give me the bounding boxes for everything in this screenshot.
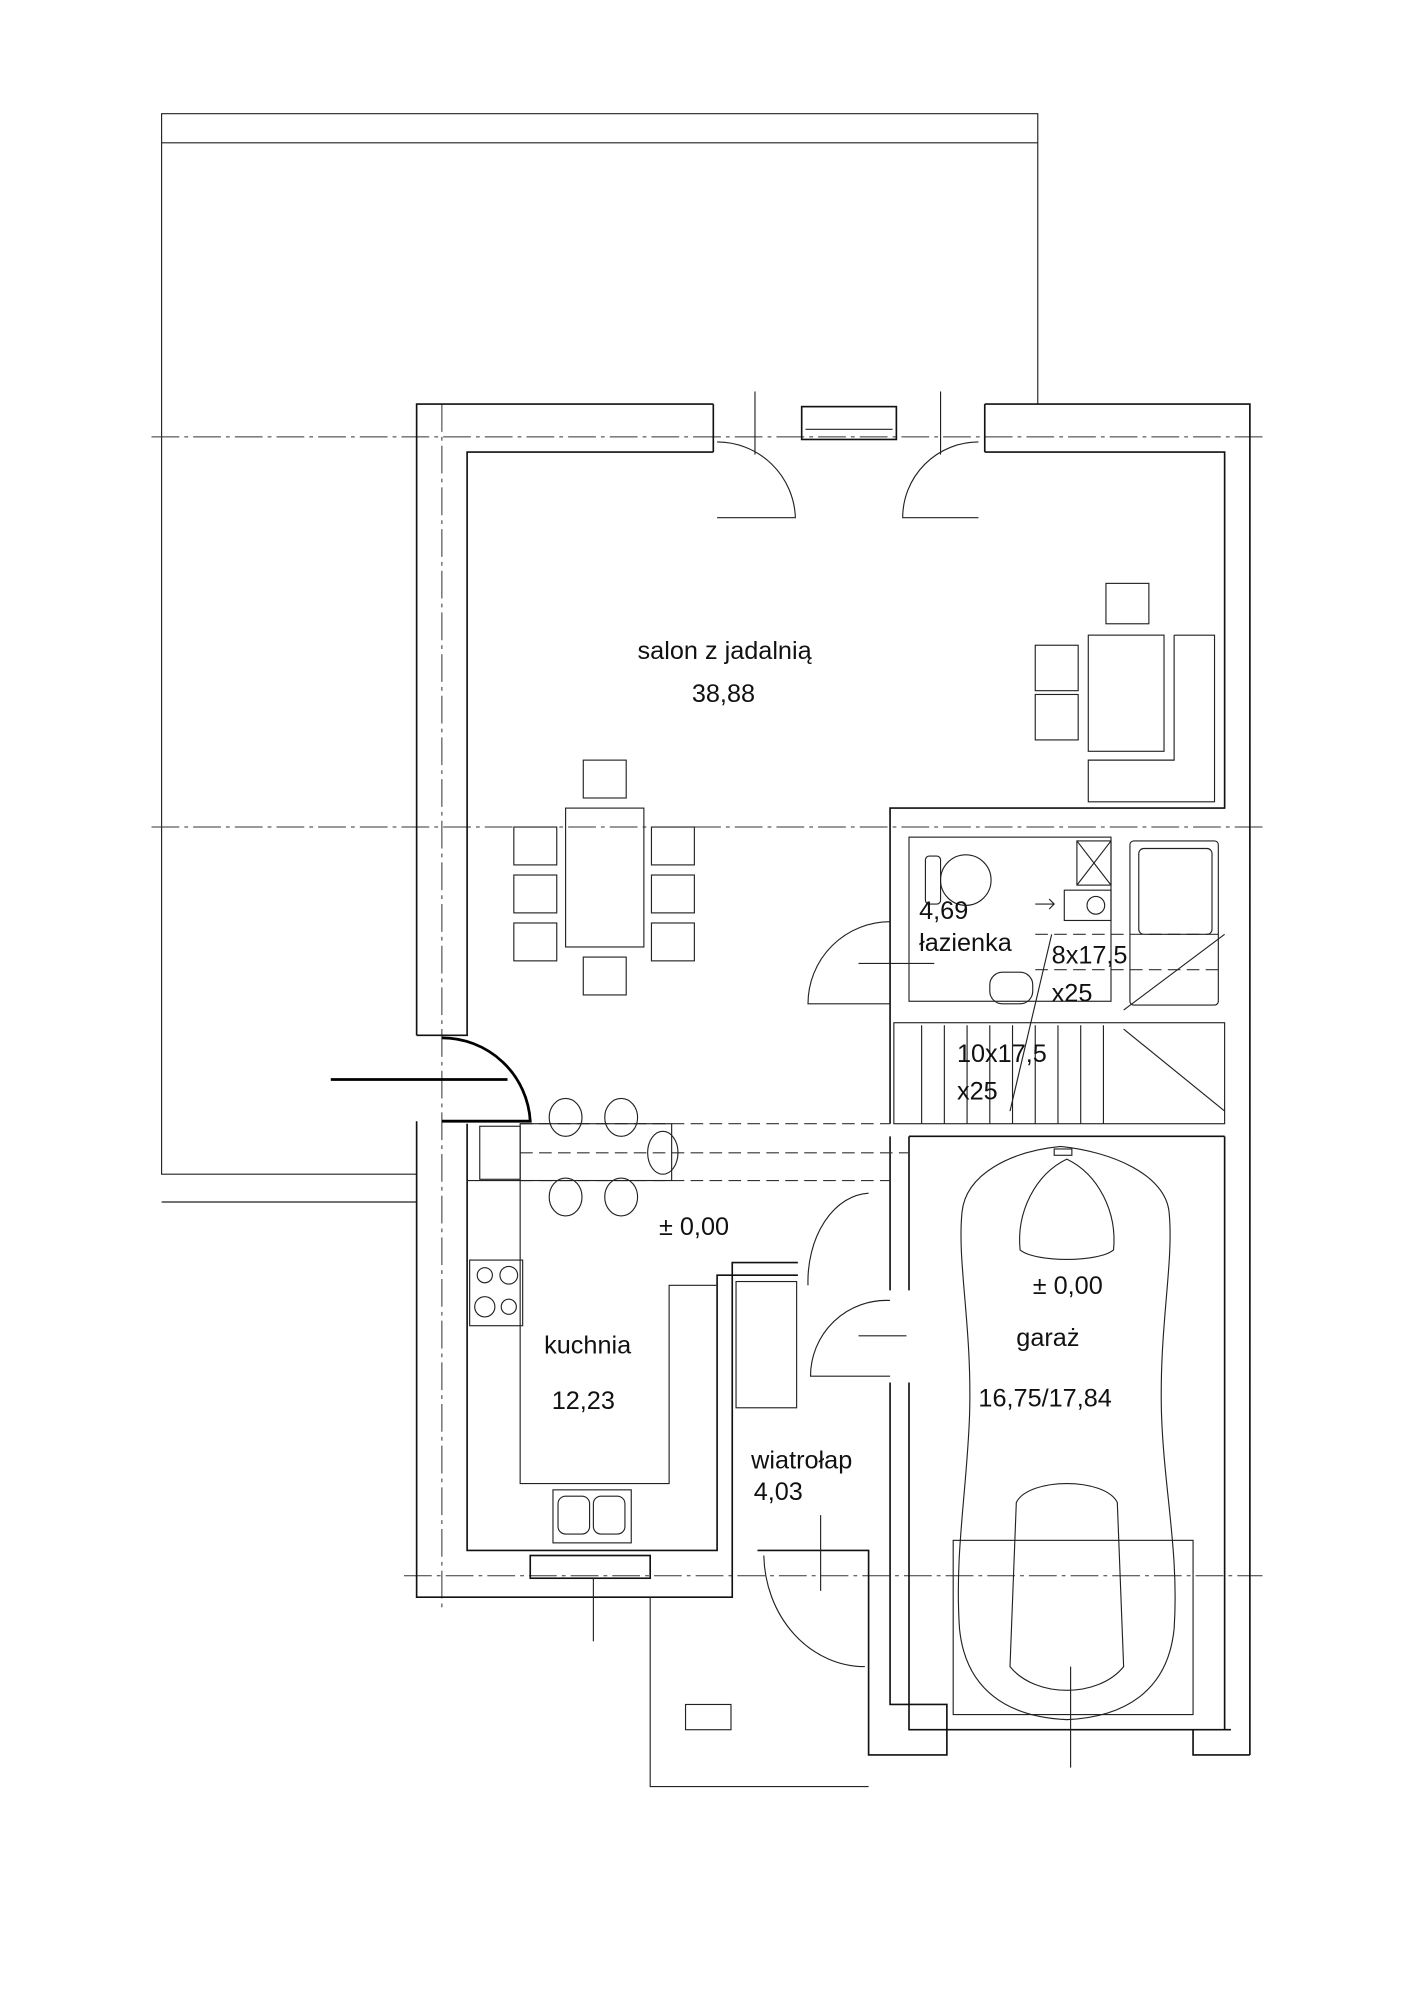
lower-stairs-count: x25	[957, 1078, 998, 1106]
doors	[330, 391, 1072, 1768]
garage-area: 16,75/17,84	[978, 1385, 1111, 1413]
car-icon	[952, 1145, 1194, 1721]
lower-stairs-dims: 10x17,5	[957, 1040, 1047, 1068]
vestibule-area: 4,03	[754, 1478, 803, 1506]
garage-name: garaż	[1016, 1324, 1079, 1352]
salon-area: 38,88	[692, 680, 755, 708]
bathroom-name: łazienka	[919, 929, 1013, 957]
dining-table	[513, 759, 695, 996]
main-level: ± 0,00	[659, 1213, 729, 1241]
entrance-porch	[592, 1578, 869, 1788]
garage-level: ± 0,00	[1033, 1272, 1103, 1300]
upper-stairs-count: x25	[1052, 979, 1093, 1007]
axis-lines	[151, 404, 1263, 1755]
kitchen-area: 12,23	[552, 1387, 615, 1415]
kitchen-fixtures	[467, 1097, 909, 1544]
upper-stairs-dims: 8x17,5	[1052, 941, 1128, 969]
salon-name: salon z jadalnią	[638, 637, 813, 665]
bathroom-fixtures	[908, 836, 1219, 1006]
bathroom-area: 4,69	[919, 897, 968, 925]
room-labels: salon z jadalnią 38,88 4,69 łazienka 8x1…	[544, 637, 1127, 1506]
terrace-outline	[161, 113, 1039, 1203]
kitchen-name: kuchnia	[544, 1332, 632, 1360]
exterior-walls	[415, 403, 1251, 1756]
sofa-set	[1034, 582, 1216, 803]
vestibule-name: wiatrołap	[750, 1446, 852, 1474]
